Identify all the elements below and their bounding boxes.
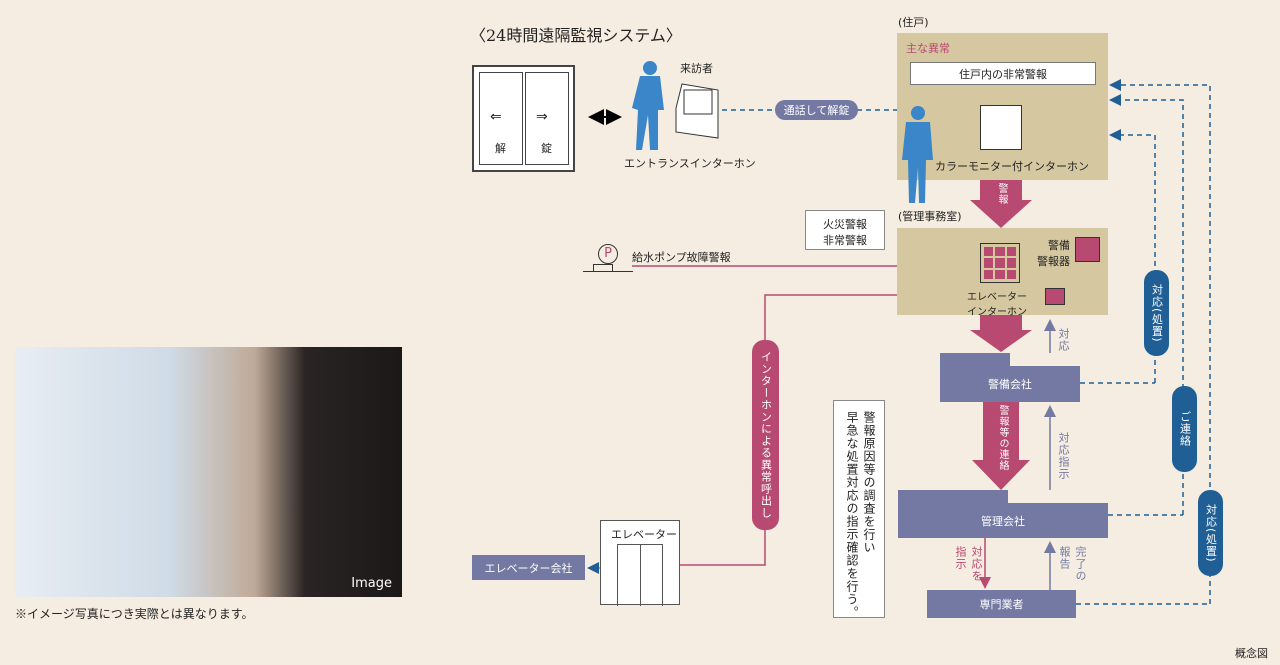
call-unlock-badge: 通話して解錠 [775, 100, 858, 120]
entrance-intercom-label: エントランスインターホン [624, 157, 756, 170]
office-box: 警備 警報器 エレベーター インターホン [897, 228, 1108, 318]
page-title: 〈24時間遠隔監視システム〉 [470, 26, 682, 45]
response-badge-security: 対応(処置) [1144, 270, 1169, 356]
security-alarm-icon [1075, 237, 1100, 262]
arrow-left-icon: ⇐ [490, 109, 502, 125]
fire-alarm-callout: 火災警報 非常警報 [805, 210, 885, 250]
arrow-right-icon: ⇒ [536, 109, 548, 125]
entrance-intercom-icon [675, 83, 719, 139]
completion-report-label: 完了の 報告 [1058, 546, 1087, 582]
operator-photo: Image [15, 347, 402, 597]
management-company-box: 管理会社 [898, 503, 1108, 538]
contractor-box: 専門業者 [927, 590, 1076, 618]
visitor-label: 来訪者 [680, 62, 713, 75]
concept-label: 概念図 [1235, 647, 1268, 660]
elevator-panel-icon [980, 243, 1020, 283]
emergency-alarm-box: 住戸内の非常警報 [910, 62, 1096, 85]
color-monitor-intercom-icon [980, 105, 1022, 150]
dwelling-label: (住戸) [898, 16, 929, 29]
photo-label: Image [351, 576, 392, 591]
elevator-box: エレベーター [600, 520, 680, 606]
security-alarm-label: 警備 警報器 [1037, 239, 1070, 268]
photo-caption: ※イメージ写真につき実際とは異なります。 [15, 607, 254, 621]
door-label-unlock: 解 [495, 142, 506, 155]
intercom-label: カラーモニター付インターホン [935, 160, 1089, 173]
auto-door: ⇐ ⇒ 解 錠 [472, 65, 575, 172]
elevator-label: エレベーター [611, 528, 677, 541]
instruct-response-label: 対応を 指示 [954, 546, 983, 582]
elevator-intercom-icon [1045, 288, 1065, 305]
alarm-contact-label: 警報等の連絡 [997, 405, 1008, 471]
response-label: 対応 [1057, 328, 1070, 352]
response-badge-contractor: 対応(処置) [1198, 490, 1223, 576]
main-issue-label: 主な異常 [906, 42, 950, 55]
alarm-arrow-label: 警報 [996, 183, 1007, 205]
contact-badge: ご連絡 [1172, 386, 1197, 472]
response-instruction-label: 対応指示 [1057, 432, 1070, 480]
security-company-box: 警備会社 [940, 366, 1080, 402]
pump-icon: P [598, 244, 618, 264]
visitor-figure-icon [632, 61, 664, 150]
resident-figure-icon [902, 106, 933, 203]
intercom-call-badge: インターホンによる異常呼出し [752, 340, 779, 530]
office-label: (管理事務室) [898, 210, 962, 223]
investigation-callout: 警報原因等の調査を行い 早急な処置対応の指示確認を行う。 [833, 400, 885, 619]
pump-alarm-label: 給水ポンプ故障警報 [632, 251, 731, 264]
door-label-lock: 錠 [541, 142, 552, 155]
elevator-intercom-label: エレベーター インターホン [967, 292, 1027, 318]
elevator-company-box: エレベーター会社 [472, 555, 585, 580]
